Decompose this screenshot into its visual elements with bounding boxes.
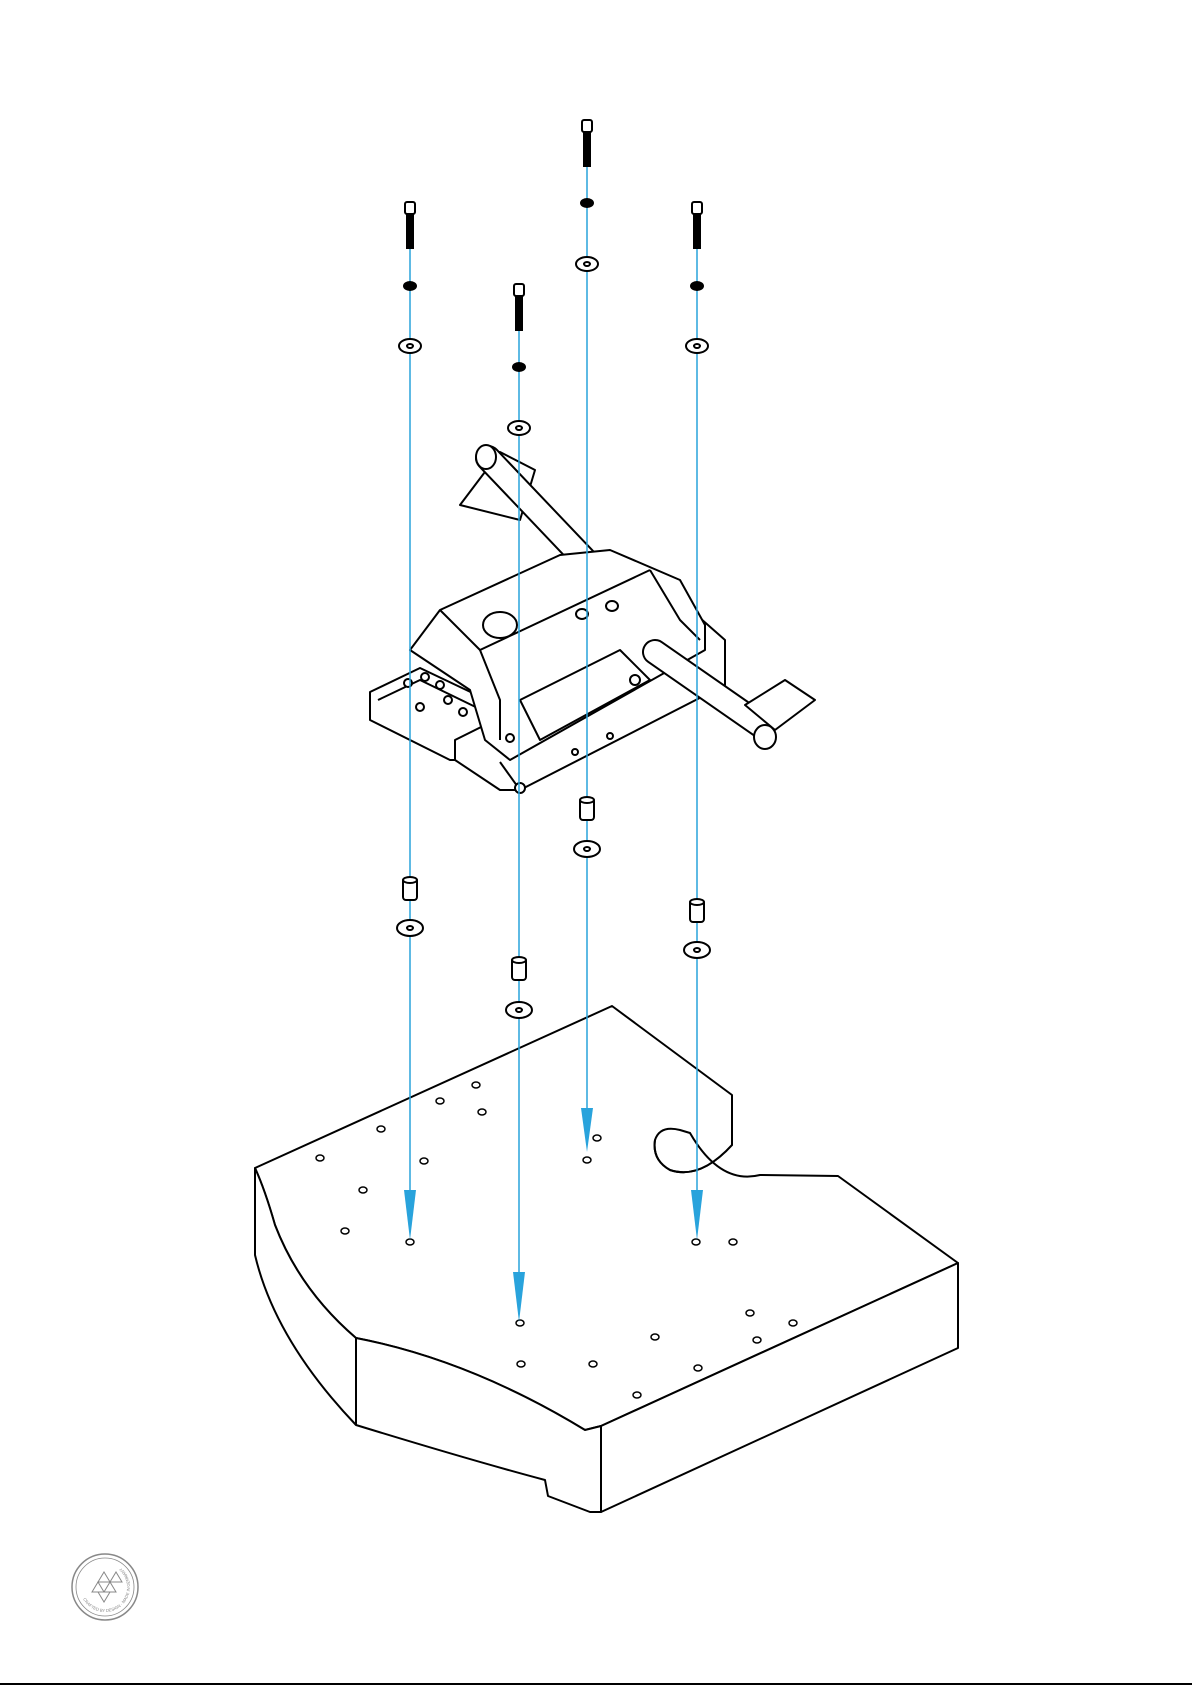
flat-washer-icon (506, 1002, 532, 1018)
socket-head-cap-screw-icon (692, 202, 702, 248)
lock-washer-icon (404, 282, 416, 290)
socket-head-cap-screw-icon (582, 120, 592, 166)
flat-washer-icon (508, 421, 530, 435)
lock-washer-icon (691, 282, 703, 290)
spacer-sleeve-icon (580, 797, 594, 820)
flat-washer-icon (576, 257, 598, 271)
brand-seal-logo: CRAFTED BY DESIGN · MADE IN GERMANY (70, 1552, 140, 1622)
flat-washer-icon (686, 339, 708, 353)
flat-washer-icon (397, 920, 423, 936)
lock-washer-icon (581, 199, 593, 207)
flat-washer-icon (684, 942, 710, 958)
svg-text:CRAFTED BY DESIGN · MADE IN GE: CRAFTED BY DESIGN · MADE IN GERMANY (82, 1567, 131, 1613)
spacer-sleeve-icon (690, 899, 704, 922)
socket-head-cap-screw-icon (514, 284, 524, 330)
seal-text: CRAFTED BY DESIGN · MADE IN GERMANY (82, 1567, 131, 1613)
spacer-sleeve-icon (512, 957, 526, 980)
spacer-sleeve-icon (403, 877, 417, 900)
lock-washer-icon (513, 363, 525, 371)
flat-washer-icon (574, 841, 600, 857)
tilt-mechanism (370, 445, 815, 793)
flat-washer-icon (399, 339, 421, 353)
base-plate (255, 1006, 958, 1512)
socket-head-cap-screw-icon (405, 202, 415, 248)
